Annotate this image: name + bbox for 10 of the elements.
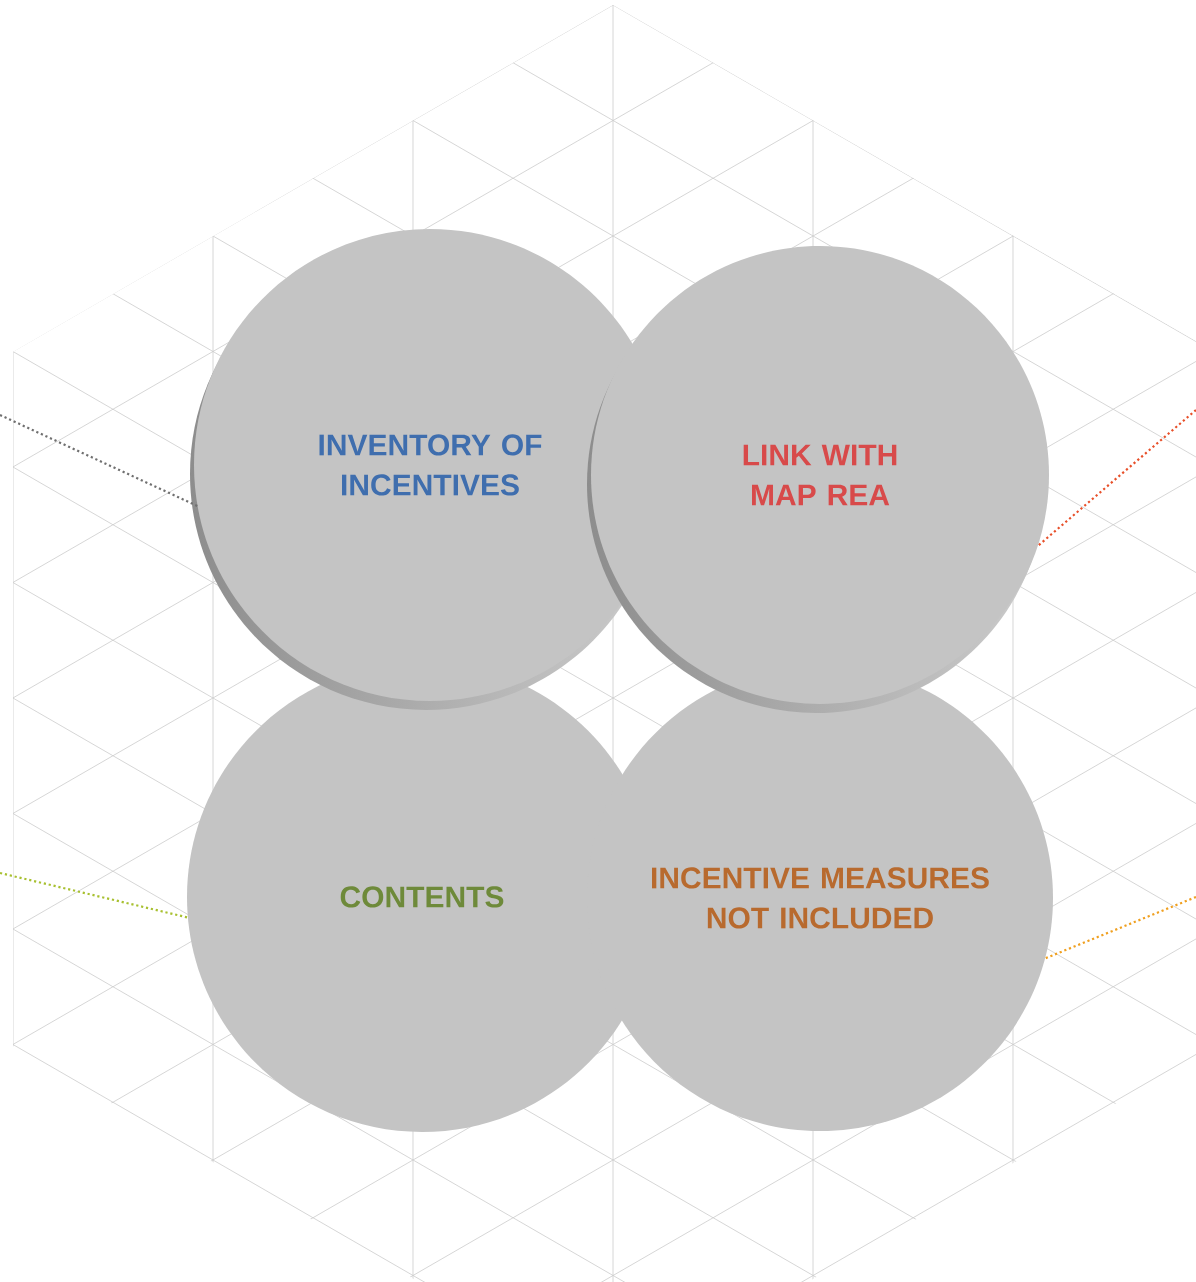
leader-line bbox=[1037, 409, 1196, 547]
leader-line bbox=[0, 414, 198, 507]
leader-line bbox=[0, 871, 188, 919]
circle-node: INVENTORY OF INCENTIVES bbox=[194, 229, 666, 701]
node-label: LINK WITH MAP REA bbox=[743, 444, 897, 506]
node-label: INVENTORY OF INCENTIVES bbox=[319, 434, 542, 496]
circle-node: INCENTIVE MEASURES NOT INCLUDED bbox=[587, 665, 1053, 1131]
leader-line bbox=[1044, 895, 1196, 960]
circle-node: LINK WITH MAP REA bbox=[591, 246, 1049, 704]
node-label: CONTENTS bbox=[340, 886, 504, 908]
